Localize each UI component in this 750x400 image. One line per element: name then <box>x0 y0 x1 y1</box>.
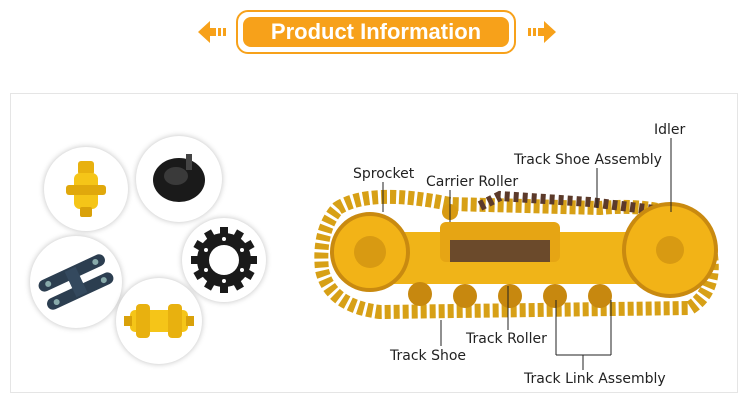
track-frame <box>330 202 718 298</box>
label-track-roller: Track Roller <box>466 331 547 347</box>
roller-icon <box>124 304 194 338</box>
part-sprocket-ring[interactable] <box>182 218 266 302</box>
track-link-icon <box>38 254 114 310</box>
page-title: Product Information <box>243 17 509 47</box>
arrow-right-icon <box>528 21 556 43</box>
label-track-shoe-assembly: Track Shoe Assembly <box>514 152 662 168</box>
undercarriage-diagram <box>314 189 719 320</box>
label-carrier-roller: Carrier Roller <box>426 174 519 190</box>
arrow-left-icon <box>198 21 226 43</box>
label-track-link-assembly: Track Link Assembly <box>524 371 666 387</box>
title-box: Product Information <box>236 10 516 54</box>
sprocket-ring-icon <box>191 227 257 293</box>
part-roller[interactable] <box>116 278 202 364</box>
idler-wheel-icon <box>66 161 106 217</box>
header: Product Information <box>0 0 750 65</box>
track-rollers <box>408 282 612 308</box>
rubber-cap-icon <box>153 154 205 202</box>
track-chain <box>314 189 719 320</box>
label-sprocket: Sprocket <box>353 166 415 182</box>
label-track-shoe: Track Shoe <box>390 348 467 364</box>
part-idler[interactable] <box>44 147 128 231</box>
part-track-link[interactable] <box>30 236 122 328</box>
label-idler: Idler <box>654 122 686 138</box>
part-rubber-cap[interactable] <box>136 136 222 222</box>
